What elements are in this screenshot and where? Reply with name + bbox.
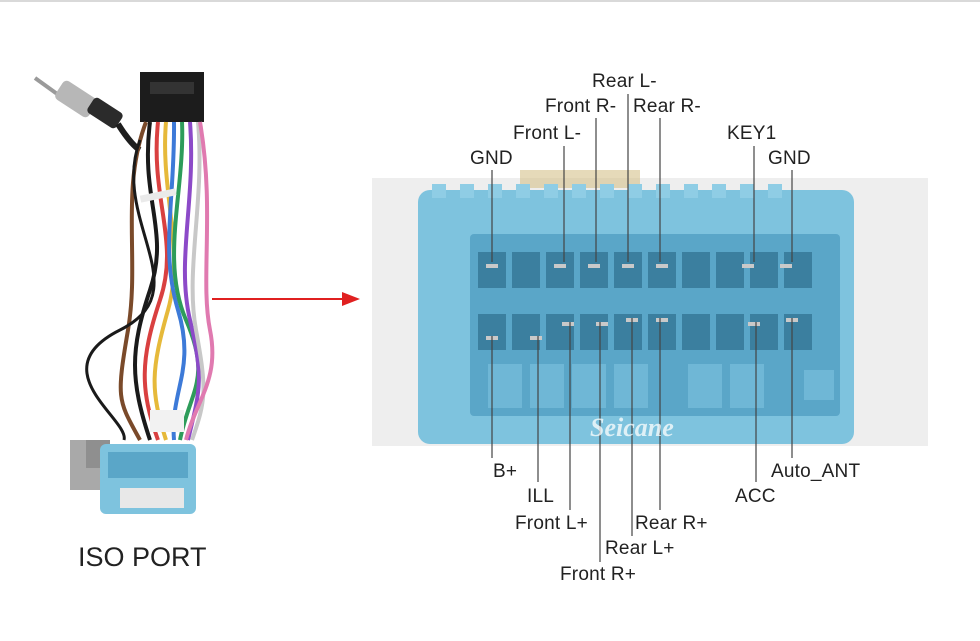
iso-port-caption: ISO PORT <box>78 542 207 572</box>
watermark: Seicane <box>590 413 674 442</box>
label-gnd-left: GND <box>470 148 513 169</box>
label-front-l-plus: Front L+ <box>515 513 588 534</box>
leader-lines <box>491 94 793 562</box>
label-front-l-minus: Front L- <box>513 123 582 144</box>
connector-photo <box>372 170 928 446</box>
wire-bundle <box>85 121 215 441</box>
top-divider <box>0 0 980 2</box>
label-rear-l-minus: Rear L- <box>592 71 657 92</box>
label-acc: ACC <box>735 486 776 507</box>
label-front-r-plus: Front R+ <box>560 564 637 585</box>
antenna-plug <box>33 76 142 153</box>
blue-iso-connector <box>100 410 196 514</box>
top-black-connector <box>140 72 204 122</box>
label-ill: ILL <box>527 486 555 507</box>
wire-harness <box>33 72 215 514</box>
label-gnd-right: GND <box>768 148 811 169</box>
label-rear-l-plus: Rear L+ <box>605 538 675 559</box>
label-auto-ant: Auto_ANT <box>771 461 861 482</box>
label-rear-r-plus: Rear R+ <box>635 513 708 534</box>
label-rear-r-minus: Rear R- <box>633 96 701 117</box>
label-b-plus: B+ <box>493 461 518 482</box>
label-front-r-minus: Front R- <box>545 96 617 117</box>
label-key1: KEY1 <box>727 123 777 144</box>
red-arrow <box>212 292 360 306</box>
